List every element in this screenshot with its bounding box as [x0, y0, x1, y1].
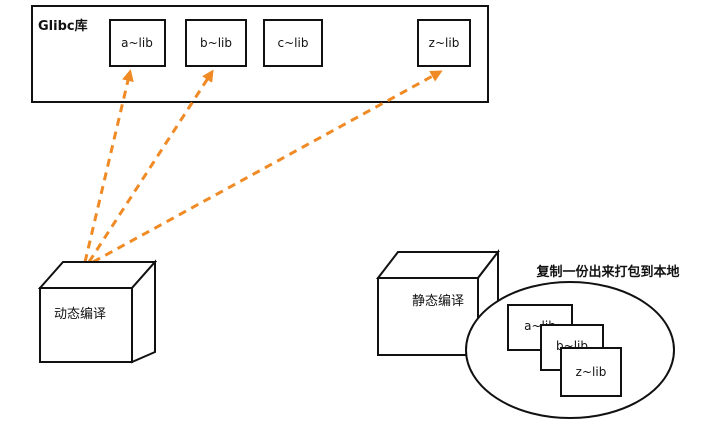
glibc-lib-c-label: c~lib — [278, 36, 309, 50]
glibc-lib-z: z~lib — [417, 19, 471, 67]
dynamic-link-arrows — [83, 69, 443, 264]
arrow-to-z-lib — [92, 70, 443, 264]
static-compile-label: 静态编译 — [412, 294, 464, 309]
glibc-title: Glibc库 — [38, 18, 88, 34]
glibc-container: Glibc库 — [31, 5, 489, 103]
local-lib-z-label: z~lib — [576, 365, 607, 379]
glibc-lib-a: a~lib — [109, 19, 166, 67]
glibc-lib-b: b~lib — [185, 19, 247, 67]
glibc-lib-c: c~lib — [263, 19, 323, 67]
arrow-to-b-lib — [87, 69, 214, 263]
glibc-lib-z-label: z~lib — [429, 36, 460, 50]
dynamic-compile-box: 动态编译 — [37, 259, 158, 364]
glibc-lib-a-label: a~lib — [121, 36, 153, 50]
glibc-lib-b-label: b~lib — [200, 36, 232, 50]
dynamic-compile-label: 动态编译 — [54, 307, 106, 322]
arrow-to-a-lib — [83, 69, 134, 263]
local-lib-z: z~lib — [560, 347, 622, 397]
static-copy-note: 复制一份出来打包到本地 — [535, 264, 679, 280]
